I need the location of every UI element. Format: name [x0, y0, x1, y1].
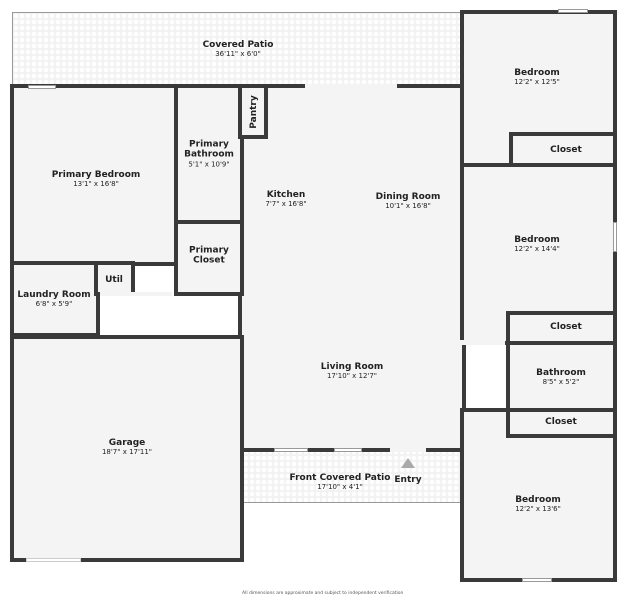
covered-patio — [12, 12, 462, 88]
disclaimer: All dimensions are approximate and subje… — [242, 591, 404, 596]
label-entry: Entry — [394, 474, 422, 485]
label-pantry: Pantry — [248, 95, 259, 129]
entry-arrow-icon — [401, 458, 415, 468]
laundry-room-room — [10, 261, 100, 337]
closet-3-room-front — [506, 408, 617, 438]
window — [274, 448, 308, 452]
label-closet-1: Closet — [550, 144, 582, 155]
window — [26, 558, 81, 562]
door-opening — [460, 340, 505, 345]
door-opening — [305, 84, 397, 88]
garage-room — [10, 335, 244, 562]
label-closet-3: Closet — [545, 416, 577, 427]
window — [334, 448, 362, 452]
primary-closet-room — [174, 220, 244, 296]
door-opening — [100, 292, 172, 296]
closet-1-room — [509, 132, 617, 168]
label-closet-2: Closet — [550, 321, 582, 332]
pantry-room — [238, 84, 268, 139]
window — [522, 578, 552, 582]
window — [613, 222, 617, 252]
label-primary-closet: Primary Closet — [189, 245, 229, 266]
label-util: Util — [105, 274, 123, 285]
window — [558, 9, 588, 13]
open-living-area — [238, 84, 466, 452]
door-opening — [390, 448, 426, 452]
window — [28, 85, 56, 89]
